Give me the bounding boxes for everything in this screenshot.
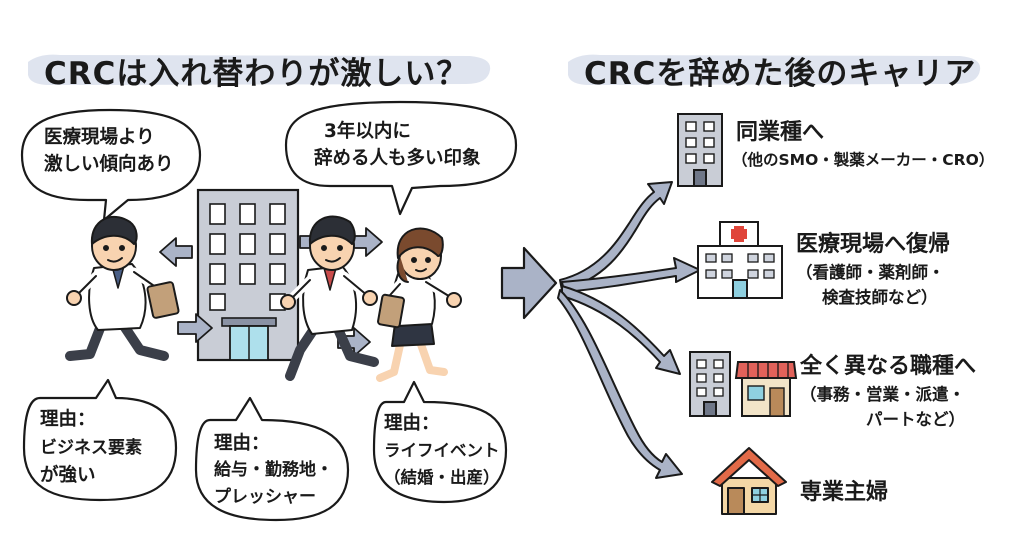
bubble-shape-reason-salary — [194, 396, 350, 522]
big-right-arrow — [500, 246, 558, 320]
bubble-shape-reason-business — [22, 378, 178, 502]
staff-member-middle-icon — [280, 215, 379, 381]
bubble-line: （結婚・出産） — [384, 468, 500, 487]
bubble-line: 医療現場より — [44, 127, 155, 148]
branch-arrow-same-industry — [559, 181, 673, 291]
office-and-shop-icon — [689, 351, 798, 417]
bubble-line: 理由： — [384, 413, 440, 434]
career-housewife: 専業主婦 — [800, 478, 888, 508]
bubble-line: 給与・勤務地・ — [214, 460, 333, 480]
bubble-line: ライフイベント — [384, 441, 500, 460]
bubble-line: 辞める人も多い印象 — [314, 148, 481, 169]
bubble-top-left: 医療現場より 激しい傾向あり — [44, 124, 174, 178]
bubble-line: 理由： — [214, 433, 270, 454]
staff-member-left-icon — [65, 216, 180, 361]
left-title: CRCは入れ替わりが激しい？ — [44, 56, 469, 92]
career-same-industry: 同業種へ （他のSMO・製薬メーカー・CRO） — [732, 118, 994, 173]
bubble-reason-salary: 理由： 給与・勤務地・ プレッシャー — [214, 430, 333, 511]
bubble-line: ビジネス要素 — [40, 438, 142, 458]
arrow-out-right-low — [337, 327, 371, 357]
career-other-jobs-detail-2: パートなど） — [866, 410, 965, 429]
career-other-jobs: 全く異なる職種へ （事務・営業・派遣・ パートなど） — [800, 352, 976, 432]
right-title-underline — [568, 54, 981, 85]
branch-arrow-housewife — [557, 289, 683, 479]
career-medical-label: 医療現場へ復帰 — [796, 232, 951, 257]
branch-arrow-other-jobs — [561, 285, 681, 375]
career-medical: 医療現場へ復帰 （看護師・薬剤師・ 検査技師など） — [796, 230, 950, 310]
arrow-out-left-top — [159, 237, 193, 267]
company-building — [196, 188, 300, 362]
career-same-industry-detail: （他のSMO・製薬メーカー・CRO） — [732, 151, 995, 169]
hospital-icon — [697, 221, 783, 299]
bubble-shape-reason-life — [372, 380, 508, 504]
right-title: CRCを辞めた後のキャリア — [584, 56, 977, 92]
bubble-line: 3年以内に — [324, 121, 411, 142]
career-medical-detail-2: 検査技師など） — [822, 288, 938, 307]
bubble-reason-life: 理由： ライフイベント （結婚・出産） — [384, 410, 500, 491]
career-other-jobs-detail-1: （事務・営業・派遣・ — [800, 385, 965, 404]
bubble-line: が強い — [40, 465, 96, 486]
bubble-shape-top-left — [20, 108, 202, 222]
career-medical-detail-1: （看護師・薬剤師・ — [796, 263, 945, 282]
bubble-top-right: 3年以内に 辞める人も多い印象 — [314, 118, 481, 172]
career-other-jobs-label: 全く異なる職種へ — [800, 354, 977, 379]
bubble-line: プレッシャー — [214, 487, 316, 507]
bubble-reason-business: 理由： ビジネス要素 が強い — [40, 406, 142, 490]
arrow-in-left — [177, 313, 213, 343]
left-title-underline — [28, 54, 491, 85]
office-building-icon — [677, 113, 723, 187]
career-housewife-label: 専業主婦 — [800, 480, 889, 505]
branch-arrow-medical — [561, 257, 701, 293]
bubble-line: 理由： — [40, 409, 96, 430]
bubble-line: 激しい傾向あり — [44, 154, 174, 175]
bubble-shape-top-right — [284, 100, 518, 216]
house-icon — [711, 447, 787, 515]
career-same-industry-label: 同業種へ — [736, 120, 825, 145]
staff-member-right-icon — [376, 227, 462, 382]
